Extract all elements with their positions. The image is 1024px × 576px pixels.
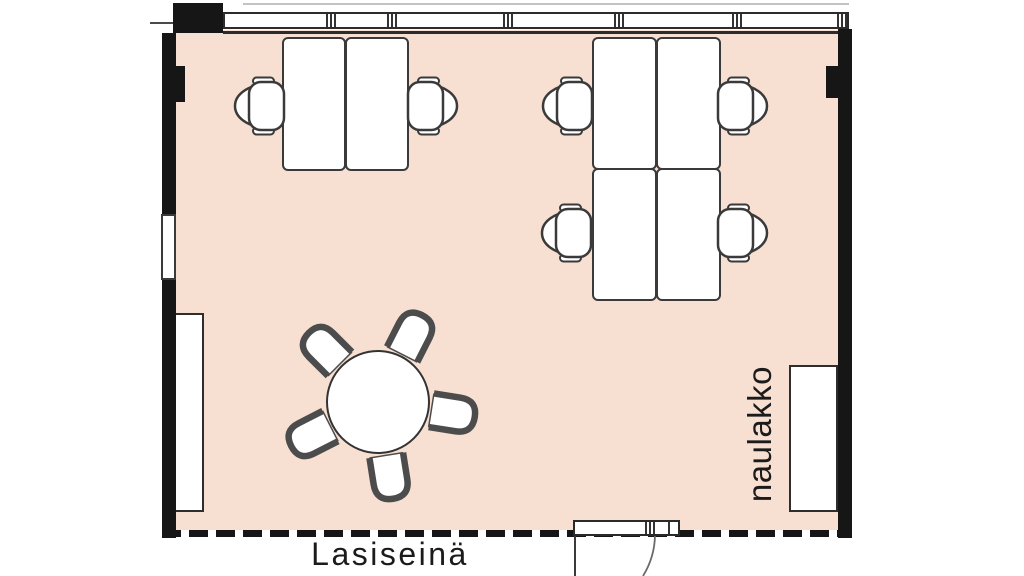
office-chair-icon	[714, 76, 778, 136]
office-chair-icon	[714, 203, 778, 263]
cabinet	[176, 313, 204, 512]
office-chair-icon	[532, 76, 596, 136]
wall-stub-line	[150, 22, 178, 24]
window-mullion-icon	[387, 14, 397, 27]
coat-rack	[789, 365, 838, 512]
door-swing-arc-icon	[642, 534, 656, 576]
door-pane-divider	[668, 522, 670, 534]
desk	[656, 37, 721, 170]
window-mullion-icon	[326, 14, 336, 27]
door-leaf-line	[574, 536, 576, 576]
desk	[282, 37, 346, 171]
glass-wall-dashed	[162, 530, 850, 537]
office-chair-icon	[531, 203, 595, 263]
stacking-chair-icon	[360, 447, 420, 510]
stacking-chair-icon	[423, 384, 486, 444]
left-wall	[162, 33, 176, 538]
office-chair-icon	[404, 76, 468, 136]
office-chair-icon	[224, 76, 288, 136]
window-mullion-icon	[503, 14, 513, 27]
desk	[592, 37, 657, 170]
exterior-outline	[243, 3, 849, 5]
right-wall	[838, 29, 852, 538]
door-mullion-icon	[645, 522, 655, 534]
window-mullion-icon	[837, 14, 847, 27]
round-table	[326, 350, 430, 454]
desk	[345, 37, 409, 171]
top-wall-line	[223, 31, 849, 34]
door-panel	[573, 520, 680, 536]
glass-wall-label: Lasiseinä	[311, 536, 469, 572]
left-wall-window	[161, 214, 176, 280]
right-wall-column	[826, 66, 838, 98]
left-wall-column	[176, 66, 185, 102]
window-mullion-icon	[614, 14, 624, 27]
window-band	[223, 12, 849, 29]
coat-rack-label: naulakko	[741, 365, 778, 503]
column-top-left	[173, 3, 223, 33]
desk	[656, 168, 721, 301]
desk	[592, 168, 657, 301]
window-mullion-icon	[732, 14, 742, 27]
